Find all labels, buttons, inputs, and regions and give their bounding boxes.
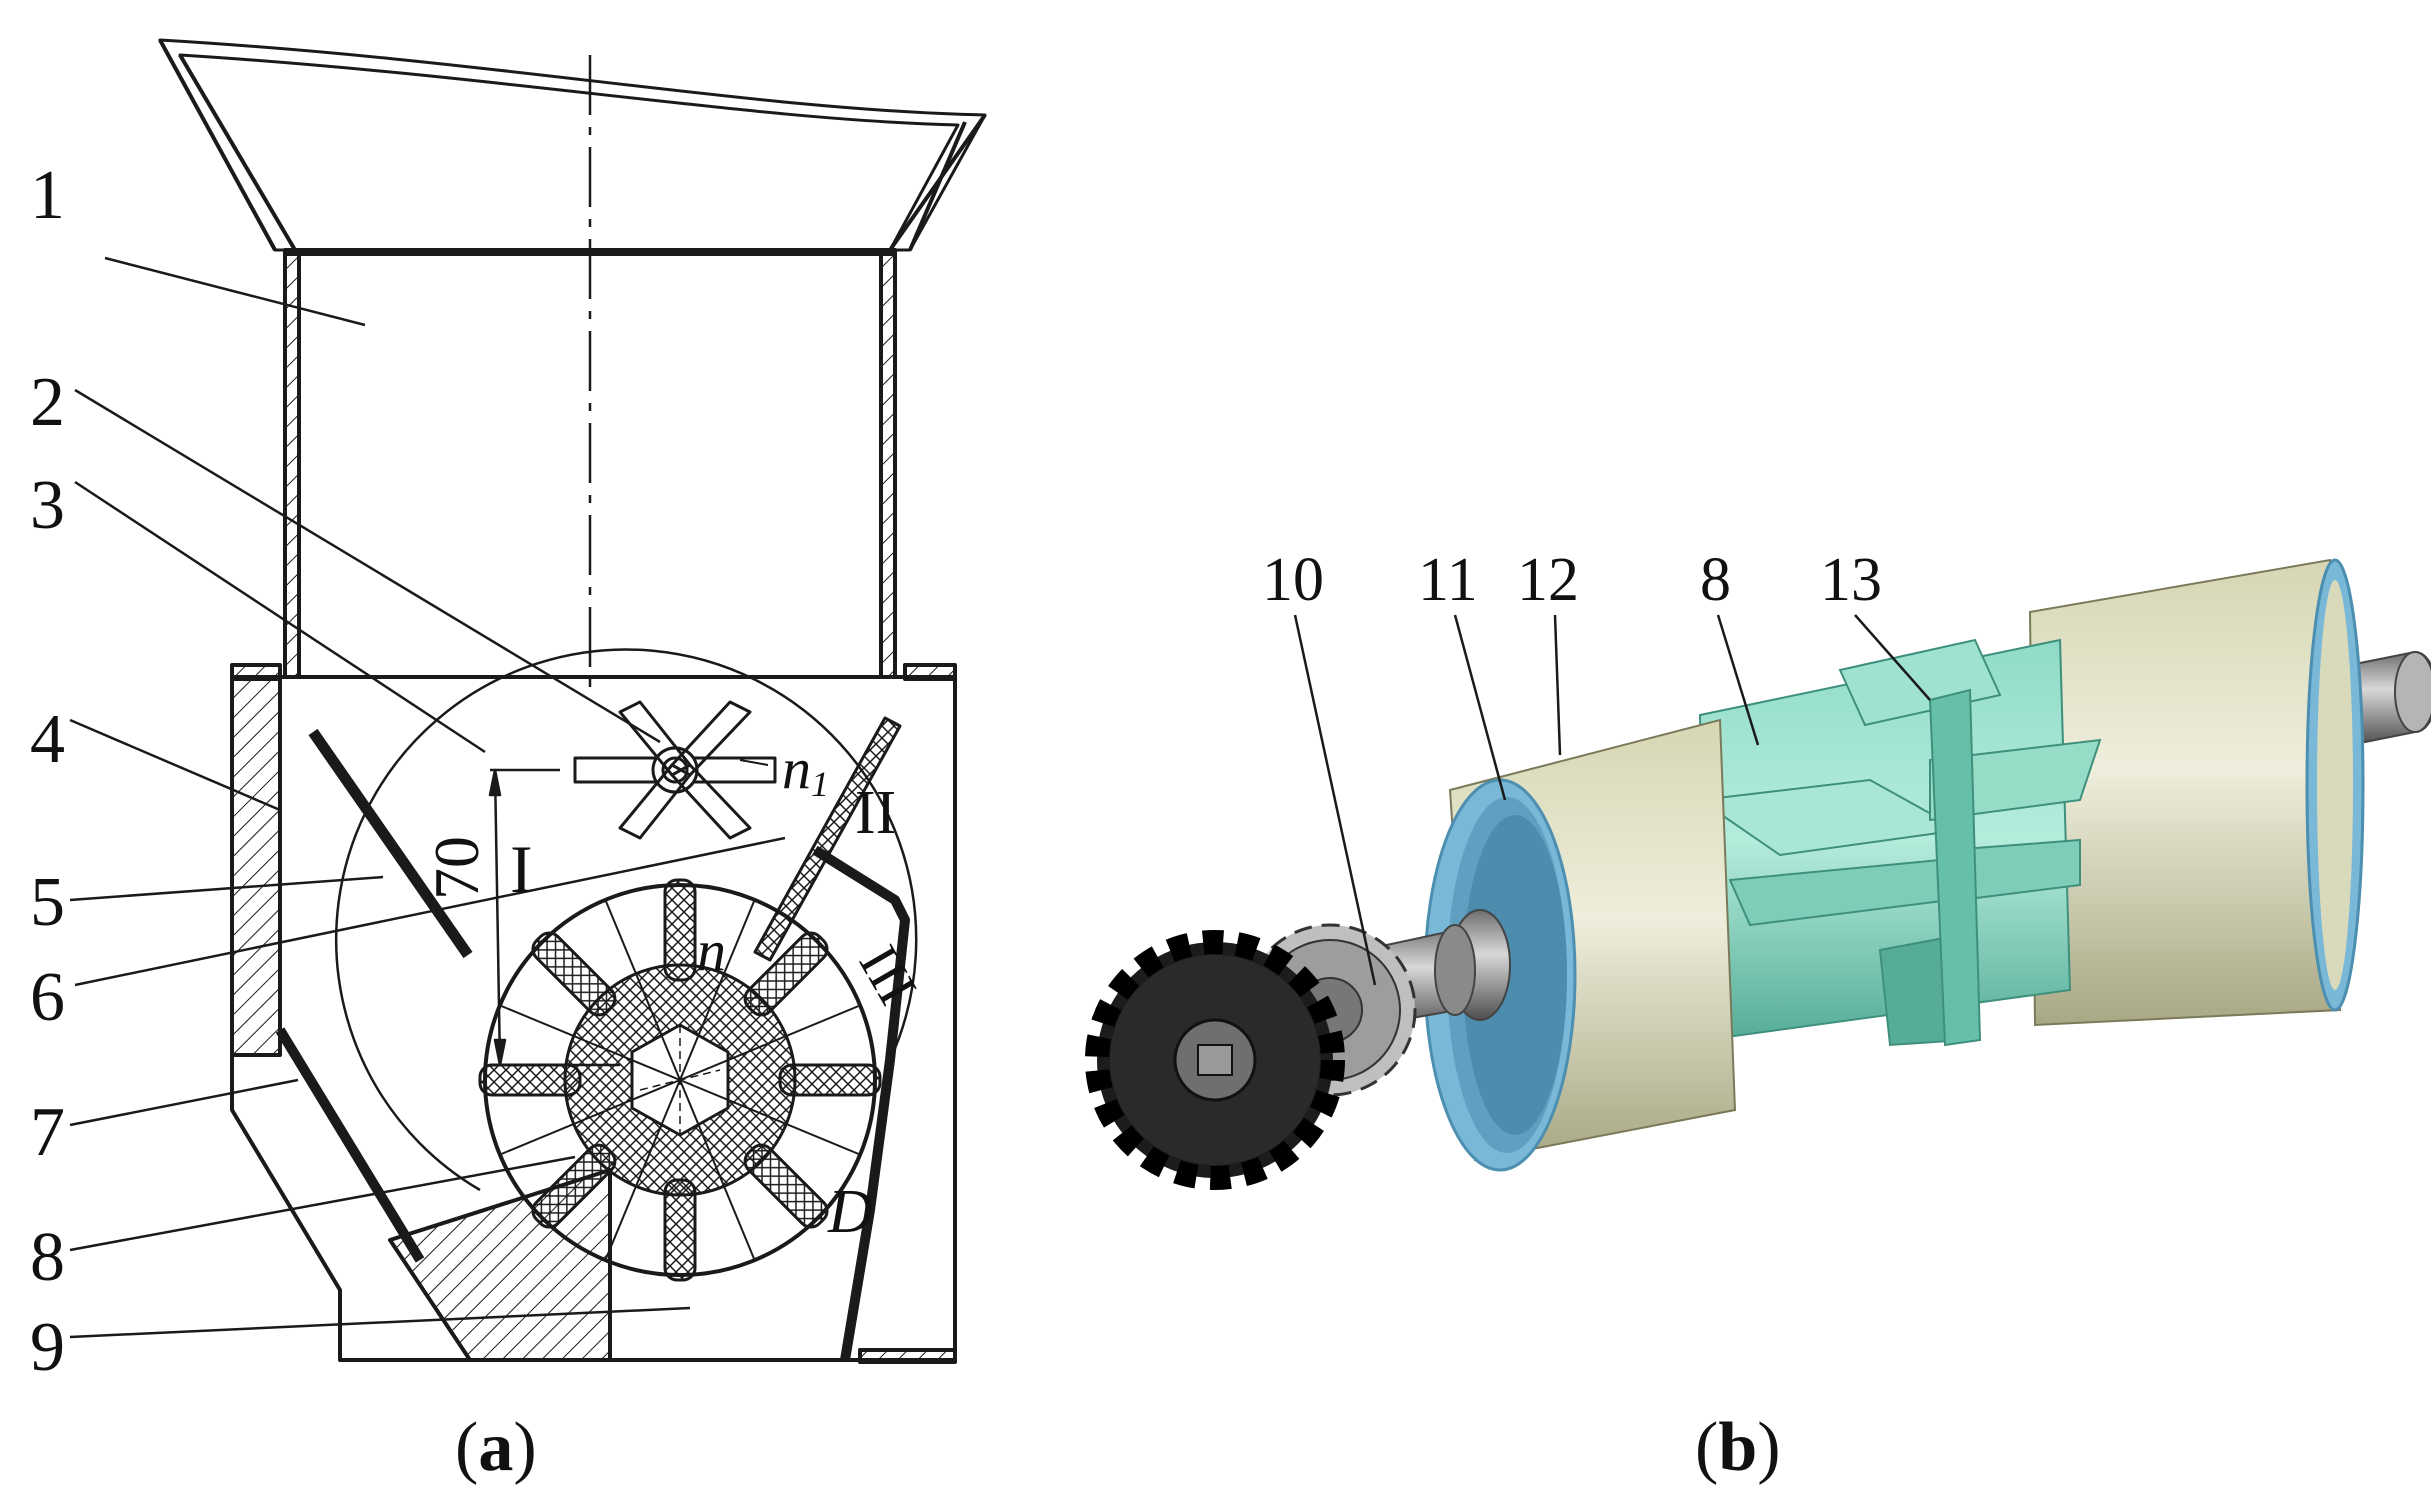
- dimension-value: 70: [421, 836, 492, 900]
- callout-13: 13: [1820, 546, 1882, 614]
- callout-4: 4: [30, 701, 65, 778]
- zone-label-i: I: [510, 831, 533, 907]
- callout-3: 3: [30, 467, 65, 544]
- caption-a: (a): [455, 1409, 537, 1486]
- shaft-right: [2349, 650, 2431, 747]
- callout-1: 1: [30, 157, 65, 234]
- agitator: [573, 700, 777, 840]
- callout-7: 7: [30, 1094, 65, 1171]
- sweep-arc: [335, 648, 918, 1192]
- diameter-d: D: [827, 1178, 873, 1246]
- caption-b: (b): [1695, 1409, 1781, 1486]
- callout-9: 9: [30, 1309, 65, 1386]
- callout-11: 11: [1418, 546, 1478, 614]
- callout-10: 10: [1262, 546, 1324, 614]
- rotor-vanes: [1697, 638, 2102, 1047]
- leader-lines-b: [1293, 614, 1931, 986]
- panel-a-section-drawing: [69, 38, 987, 1364]
- panel-b-labels: 10 11 12 8 13 (b): [1262, 546, 1882, 1486]
- rotor-section: [478, 878, 882, 1282]
- zone-label-ii: II: [855, 779, 896, 847]
- leader-lines-a: [69, 256, 786, 1339]
- guide-plate: [308, 728, 473, 959]
- sleeve-right: [2028, 558, 2365, 1027]
- panel-a-labels: 1 2 3 4 5 6 7 8 9 70 I II III n1 n D (a): [30, 157, 928, 1486]
- callout-5: 5: [30, 864, 65, 941]
- panel-b-rotor-render: [1085, 558, 2431, 1190]
- sleeve-left: [1423, 718, 1737, 1172]
- large-gear: [1085, 930, 1345, 1190]
- callout-8b: 8: [1700, 546, 1731, 614]
- callout-8: 8: [30, 1219, 65, 1296]
- speed-n: n: [697, 918, 726, 983]
- speed-n1: n1: [782, 736, 829, 804]
- callout-6: 6: [30, 959, 65, 1036]
- callout-12: 12: [1517, 546, 1579, 614]
- callout-2: 2: [30, 364, 65, 441]
- baffle-plate: [753, 716, 902, 962]
- hopper: [158, 38, 987, 679]
